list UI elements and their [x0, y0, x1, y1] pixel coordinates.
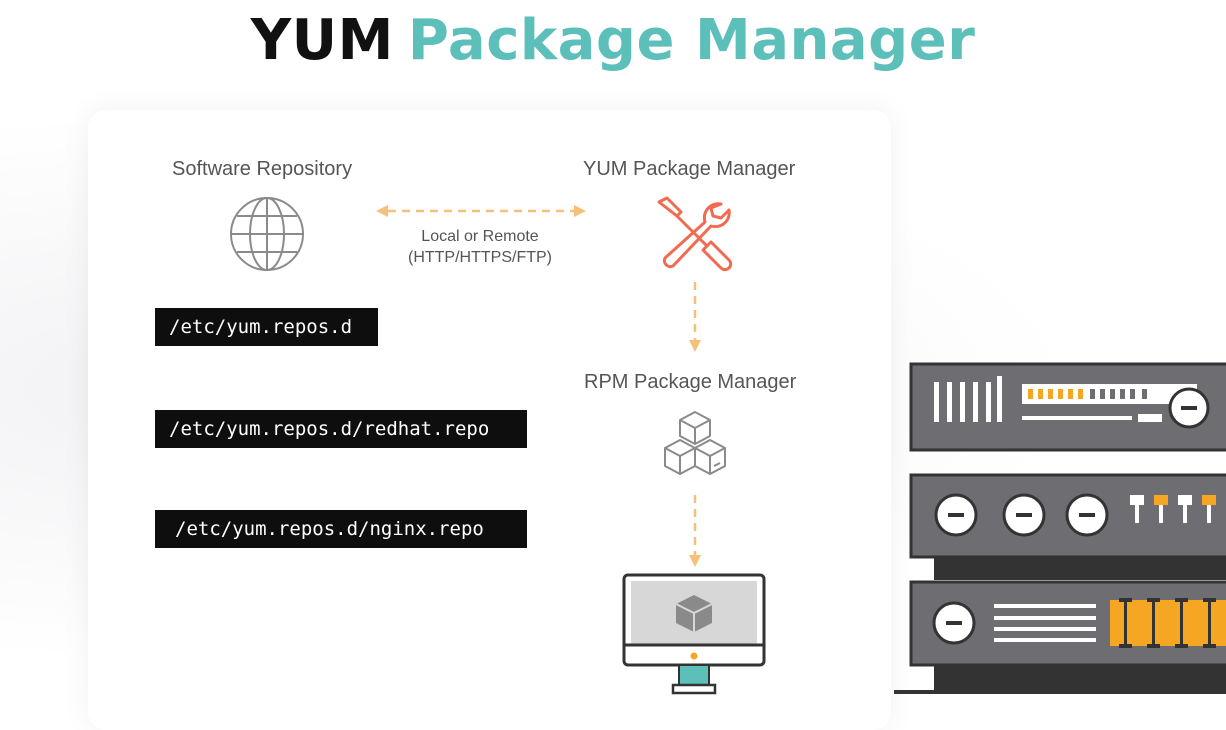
packages-icon [664, 411, 726, 475]
software-repository-label: Software Repository [172, 158, 353, 180]
yum-package-manager-label: YUM Package Manager [583, 158, 796, 180]
repo-path-nginx: /etc/yum.repos.d/nginx.repo [155, 510, 527, 548]
repo-path-redhat: /etc/yum.repos.d/redhat.repo [155, 410, 527, 448]
repo-path-repos-dir: /etc/yum.repos.d [155, 308, 378, 346]
tools-icon [657, 196, 733, 272]
connection-label-line2: (HTTP/HTTPS/FTP) [408, 249, 552, 266]
server-rack-illustration [894, 362, 1226, 694]
down-arrow-yum-to-rpm [689, 282, 701, 352]
connection-label: Local or Remote (HTTP/HTTPS/FTP) [390, 226, 570, 268]
title-package-manager: Package Manager [407, 8, 976, 73]
rpm-package-manager-label: RPM Package Manager [584, 371, 797, 393]
down-arrow-rpm-to-computer [689, 495, 701, 567]
computer-icon [622, 573, 766, 695]
connection-label-line1: Local or Remote [421, 228, 539, 245]
globe-icon [230, 197, 304, 271]
bidirectional-arrow [376, 205, 586, 217]
title-yum: YUM [250, 8, 394, 73]
